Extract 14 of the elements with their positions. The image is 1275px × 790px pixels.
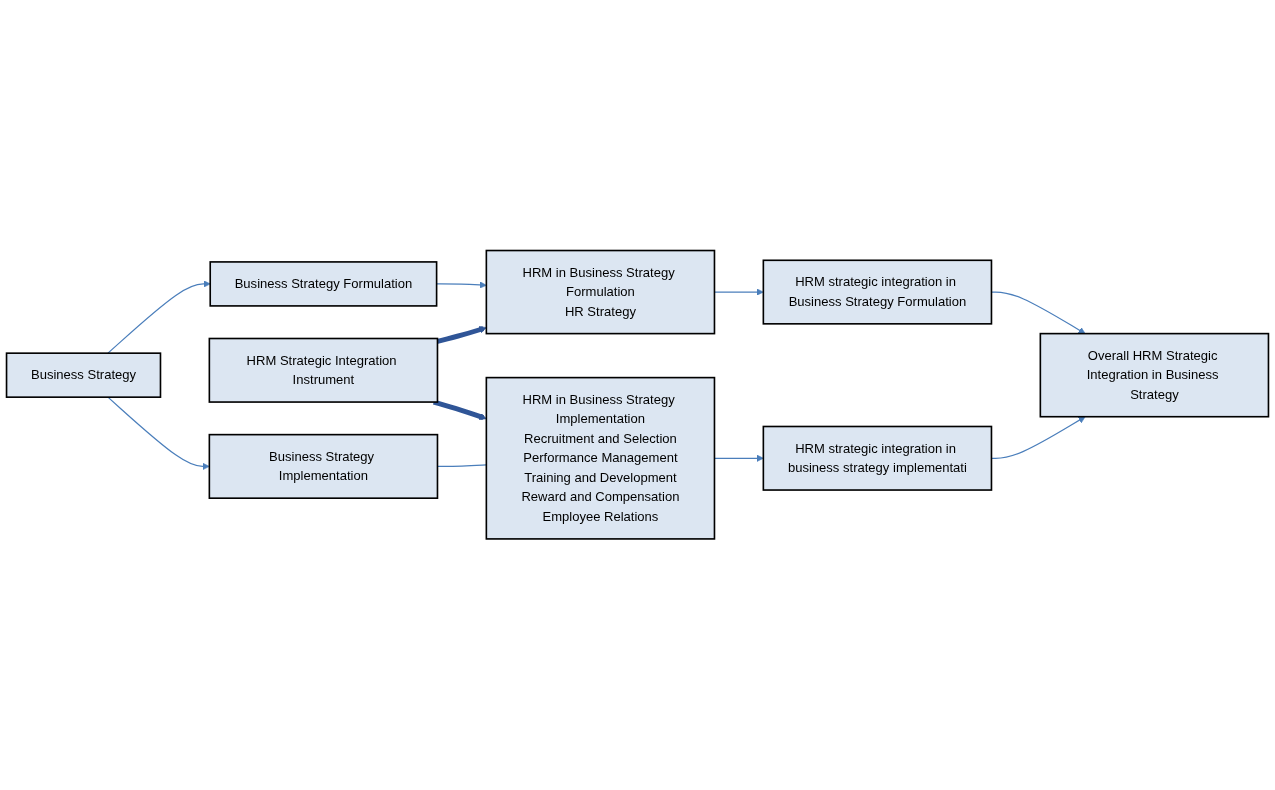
node-box: HRM strategic integration in Business Strategy Formulation — [762, 259, 993, 325]
node-box: HRM Strategic Integration Instrument — [208, 337, 439, 404]
node-box: Business Strategy — [5, 352, 162, 399]
node-box: HRM in Business Strategy Formulation HR Strategy — [485, 250, 716, 335]
node-box: HRM in Business Strategy Implementation Recruitment and Selection Performance Management Training and Development Reward and Compensation Employee Relations — [485, 377, 716, 540]
arrow — [107, 280, 211, 355]
node-box: Business Strategy Formulation — [209, 261, 438, 307]
node-box: Overall HRM Strategic Integration in Business Strategy — [1039, 333, 1270, 418]
arrow — [436, 281, 487, 289]
arrow — [432, 400, 487, 421]
arrow — [436, 326, 487, 345]
arrow — [107, 396, 210, 471]
node-box: Business Strategy Implementation — [208, 434, 439, 500]
node-box: HRM strategic integration in business strategy implementati — [762, 425, 993, 492]
